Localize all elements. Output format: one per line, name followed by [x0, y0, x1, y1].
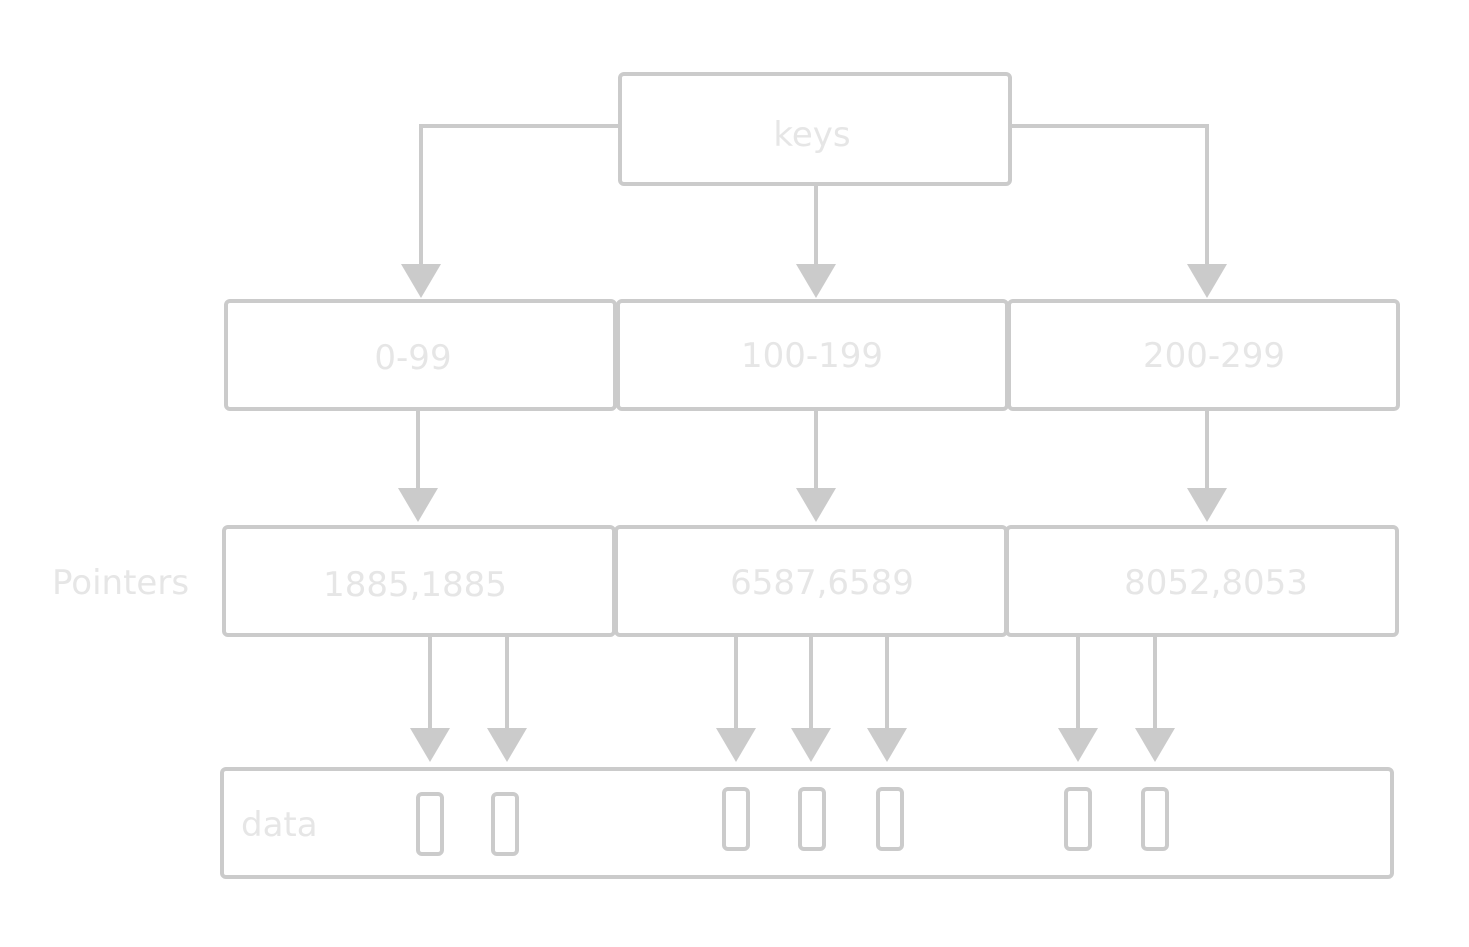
arrowhead-pointer-2 — [1187, 488, 1227, 522]
connector-root-to-range-2 — [1010, 124, 1209, 268]
arrowhead-slot — [1135, 728, 1175, 762]
range-node: 0-99 — [224, 299, 617, 411]
arrowhead-slot — [487, 728, 527, 762]
arrowhead-slot — [867, 728, 907, 762]
data-block-label: data — [241, 805, 318, 845]
root-node: keys — [618, 72, 1012, 186]
range-node-label: 100-199 — [741, 336, 883, 376]
data-record-slot — [798, 787, 826, 851]
arrowhead-pointer-0 — [398, 488, 438, 522]
data-record-slot — [1064, 787, 1092, 851]
arrowhead-range-2 — [1187, 264, 1227, 298]
data-record-slot — [876, 787, 904, 851]
root-connectors — [401, 124, 1227, 298]
arrowhead-range-1 — [796, 264, 836, 298]
arrowhead-slot — [410, 728, 450, 762]
range-node-label: 200-299 — [1143, 336, 1285, 376]
arrowhead-range-0 — [401, 264, 441, 298]
pointer-node-label: 1885,1885 — [323, 565, 507, 605]
range-node: 200-299 — [1007, 299, 1400, 411]
pointer-node: 1885,1885 — [222, 525, 616, 637]
pointer-node-label: 6587,6589 — [730, 563, 914, 603]
data-record-slot — [416, 792, 444, 856]
pointer-node: 6587,6589 — [614, 525, 1008, 637]
range-node: 100-199 — [616, 299, 1009, 411]
pointers-row-label: Pointers — [52, 563, 189, 603]
arrowhead-slot — [791, 728, 831, 762]
range-nodes: 0-99 100-199 200-299 — [224, 299, 1400, 411]
pointer-node: 8052,8053 — [1005, 525, 1399, 637]
root-node-label: keys — [773, 115, 850, 155]
pointer-connectors — [410, 637, 1175, 762]
arrowhead-slot — [1058, 728, 1098, 762]
arrowhead-slot — [716, 728, 756, 762]
range-connectors — [398, 411, 1227, 522]
data-block: data — [220, 767, 1394, 879]
connector-root-to-range-0 — [419, 124, 620, 268]
range-node-box — [224, 299, 617, 411]
pointer-node-label: 8052,8053 — [1124, 563, 1308, 603]
data-record-slot — [1141, 787, 1169, 851]
data-record-slot — [722, 787, 750, 851]
pointer-node-box — [1005, 525, 1399, 637]
arrowhead-pointer-1 — [796, 488, 836, 522]
range-node-label: 0-99 — [374, 338, 451, 378]
pointer-nodes: 1885,1885 6587,6589 8052,8053 — [222, 525, 1399, 637]
data-block-box — [220, 767, 1394, 879]
range-node-box — [1007, 299, 1400, 411]
data-record-slot — [491, 792, 519, 856]
